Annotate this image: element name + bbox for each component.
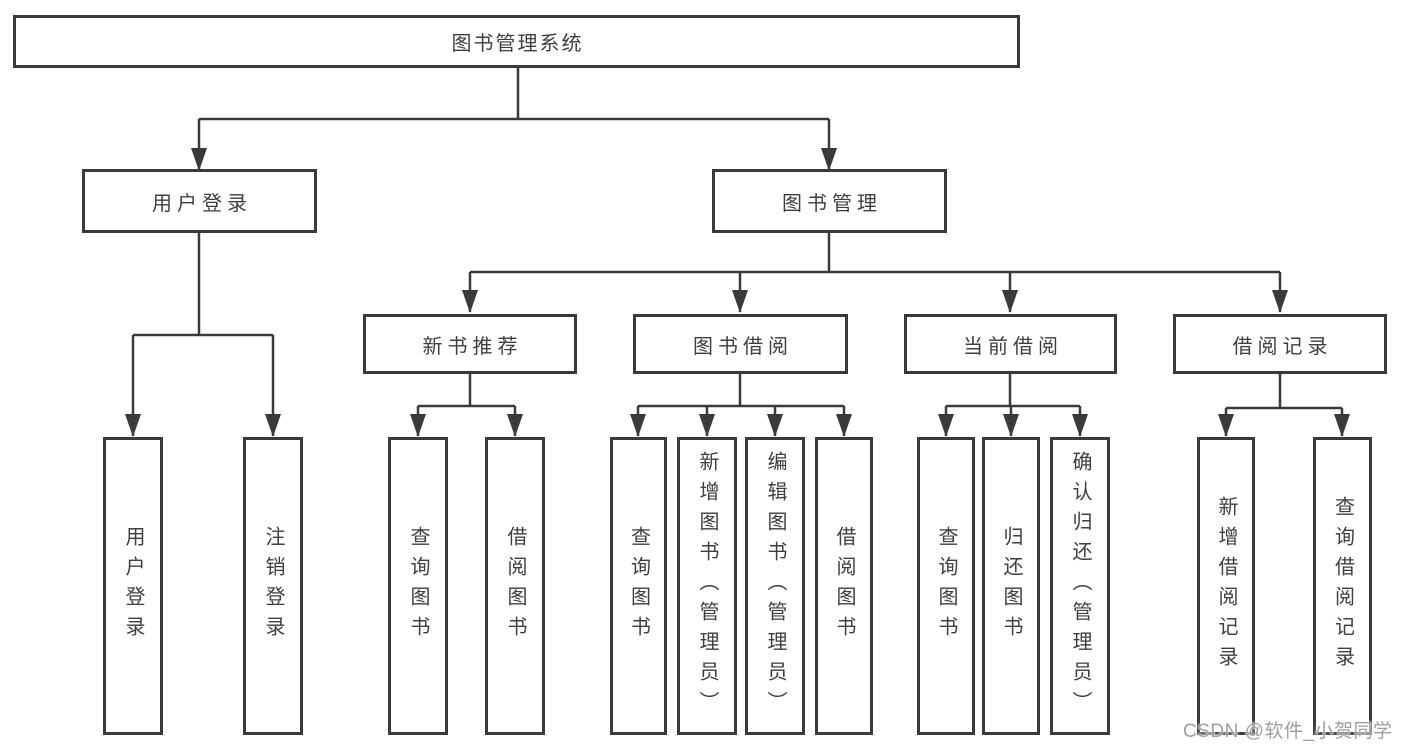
leaf-return-book: 归还图书 <box>982 437 1040 735</box>
arrow-down-icon <box>410 414 426 437</box>
leaf-add-book-admin: 新增图书（管理员） <box>677 437 737 735</box>
leaf-query-borrow-record: 查询借阅记录 <box>1313 437 1372 735</box>
arrow-down-icon <box>767 414 783 437</box>
arrow-down-icon <box>1272 290 1288 313</box>
leaf-borrow-books-borrow-label: 借阅图书 <box>833 526 855 646</box>
arrow-down-icon <box>191 148 207 171</box>
leaf-confirm-return-admin-label: 确认归还（管理员） <box>1069 451 1091 721</box>
leaf-edit-book-admin: 编辑图书（管理员） <box>745 437 805 735</box>
node-borrow-records: 借阅记录 <box>1173 314 1387 374</box>
leaf-borrow-books-recommend-label: 借阅图书 <box>504 526 526 646</box>
arrow-down-icon <box>732 290 748 313</box>
node-new-book-recommend-label: 新书推荐 <box>422 335 523 358</box>
leaf-query-books-borrow-label: 查询图书 <box>627 526 650 646</box>
leaf-query-books-current-label: 查询图书 <box>935 526 957 646</box>
connector-lines <box>131 68 1344 436</box>
node-user-login: 用户登录 <box>82 169 317 233</box>
arrow-down-icon <box>1002 290 1018 313</box>
leaf-query-books-borrow: 查询图书 <box>610 437 667 735</box>
arrow-down-icon <box>699 414 715 437</box>
leaf-borrow-books-recommend: 借阅图书 <box>485 437 545 735</box>
arrow-down-icon <box>938 414 954 437</box>
leaf-return-book-label: 归还图书 <box>1000 526 1022 646</box>
node-book-management: 图书管理 <box>712 169 947 233</box>
leaf-confirm-return-admin: 确认归还（管理员） <box>1050 437 1110 735</box>
node-borrow-records-label: 借阅记录 <box>1232 335 1333 358</box>
leaf-add-borrow-record-label: 新增借阅记录 <box>1215 496 1237 676</box>
arrow-down-icon <box>507 414 523 437</box>
leaf-query-books-recommend-label: 查询图书 <box>407 526 429 646</box>
arrow-down-icon <box>1072 414 1088 437</box>
leaf-logout-label: 注销登录 <box>262 526 284 646</box>
node-current-borrow: 当前借阅 <box>904 314 1117 374</box>
arrow-down-icon <box>265 414 281 437</box>
arrow-down-icon <box>630 414 646 437</box>
node-book-borrow: 图书借阅 <box>633 314 848 374</box>
leaf-query-books-current: 查询图书 <box>917 437 975 735</box>
node-root: 图书管理系统 <box>13 15 1020 68</box>
arrow-down-icon <box>836 414 852 437</box>
arrow-down-icon <box>1218 414 1234 437</box>
arrow-down-icon <box>125 414 141 437</box>
node-root-label: 图书管理系统 <box>451 33 584 55</box>
node-book-borrow-label: 图书借阅 <box>693 335 793 358</box>
leaf-logout: 注销登录 <box>243 437 303 735</box>
arrow-down-icon <box>821 148 837 171</box>
node-user-login-label: 用户登录 <box>152 192 252 215</box>
leaf-user-login-label: 用户登录 <box>122 526 144 646</box>
csdn-watermark: CSDN @软件_小贺同学 <box>1183 721 1393 742</box>
leaf-borrow-books-borrow: 借阅图书 <box>815 437 873 735</box>
leaf-add-borrow-record: 新增借阅记录 <box>1197 437 1255 735</box>
leaf-query-books-recommend: 查询图书 <box>388 437 448 735</box>
arrow-down-icon <box>1003 414 1019 437</box>
node-new-book-recommend: 新书推荐 <box>363 314 577 374</box>
leaf-user-login: 用户登录 <box>103 437 163 735</box>
leaf-add-book-admin-label: 新增图书（管理员） <box>696 451 718 721</box>
leaf-query-borrow-record-label: 查询借阅记录 <box>1331 496 1354 676</box>
node-book-management-label: 图书管理 <box>782 192 882 215</box>
arrow-down-icon <box>1334 414 1350 437</box>
arrow-down-icon <box>462 290 478 313</box>
node-current-borrow-label: 当前借阅 <box>963 335 1063 358</box>
leaf-edit-book-admin-label: 编辑图书（管理员） <box>764 451 786 721</box>
